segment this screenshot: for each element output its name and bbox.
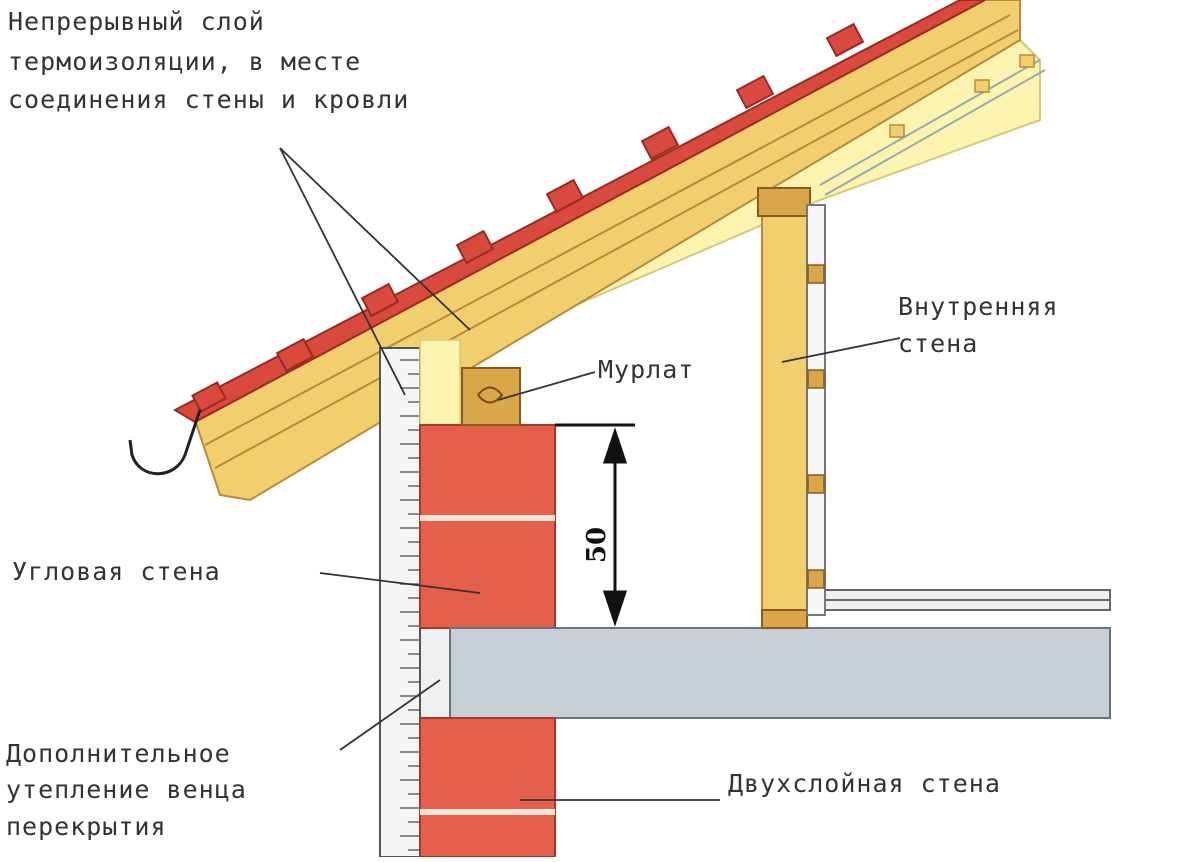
mauerlat-label: Мурлат xyxy=(598,355,694,384)
floor-slab xyxy=(449,627,1111,719)
dimension-arrow xyxy=(555,423,635,627)
svg-text:Непрерывный слой: Непрерывный слой xyxy=(8,7,265,36)
inner-wall-label: Внутренняя стена xyxy=(898,292,1059,358)
inner-wall-post xyxy=(757,187,826,629)
slab-edge-insulation xyxy=(419,627,451,719)
floor-finish xyxy=(804,589,1111,611)
two-layer-wall-label: Двухслойная стена xyxy=(728,769,1001,798)
ceiling-battens xyxy=(889,54,1035,138)
gutter-hook xyxy=(128,409,202,476)
svg-text:утепление венца: утепление венца xyxy=(6,775,247,804)
dimension-label: 50 xyxy=(582,527,612,563)
leader-lines xyxy=(279,147,901,801)
svg-text:термоизоляции, в месте: термоизоляции, в месте xyxy=(8,47,361,76)
extra-insulation-label: Дополнительное утепление венца перекрыти… xyxy=(6,739,247,841)
insulation-layer-label: Непрерывный слой термоизоляции, в месте … xyxy=(8,7,409,114)
insulation-strip-hatching xyxy=(400,359,420,851)
svg-text:соединения стены и кровли: соединения стены и кровли xyxy=(8,85,409,114)
svg-text:перекрытия: перекрытия xyxy=(6,812,167,841)
roof-tile-clips xyxy=(191,22,865,413)
svg-text:стена: стена xyxy=(898,329,978,358)
corner-wall-label: Угловая стена xyxy=(12,557,221,586)
svg-text:Внутренняя: Внутренняя xyxy=(898,292,1059,321)
brick-wall-lower xyxy=(419,717,556,858)
wall-top-insulation xyxy=(419,339,461,426)
svg-text:Дополнительное: Дополнительное xyxy=(6,739,231,768)
brick-wall-upper xyxy=(419,424,556,629)
outer-insulation-strip xyxy=(379,347,421,858)
roof-tiles xyxy=(172,0,986,424)
attic-ceiling-lining xyxy=(819,59,1046,196)
